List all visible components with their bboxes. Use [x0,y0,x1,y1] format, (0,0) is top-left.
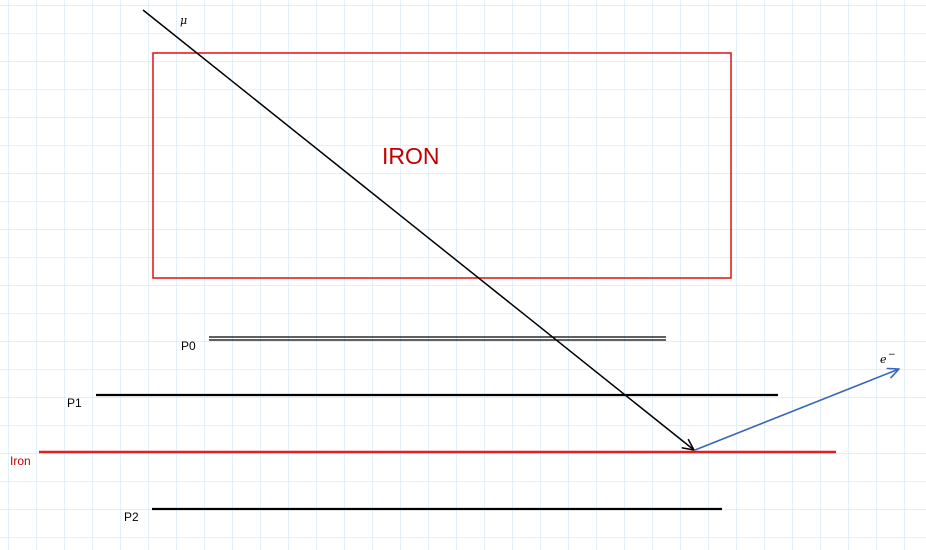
muon-label: μ [180,14,187,27]
muon-track [142,9,695,451]
plane-p0-label: P0 [181,339,196,353]
plane-p1-label: P1 [67,396,82,410]
iron-block-label: IRON [382,143,440,169]
electron-arrowhead [886,367,900,379]
electron-label: e [880,353,887,366]
iron-block [152,52,732,279]
plane-p2-label: P2 [124,510,139,524]
muon-arrowhead [681,438,695,451]
electron-charge-label: − [888,350,896,360]
plane-iron-label: Iron [10,454,31,468]
electron-track [694,368,900,451]
